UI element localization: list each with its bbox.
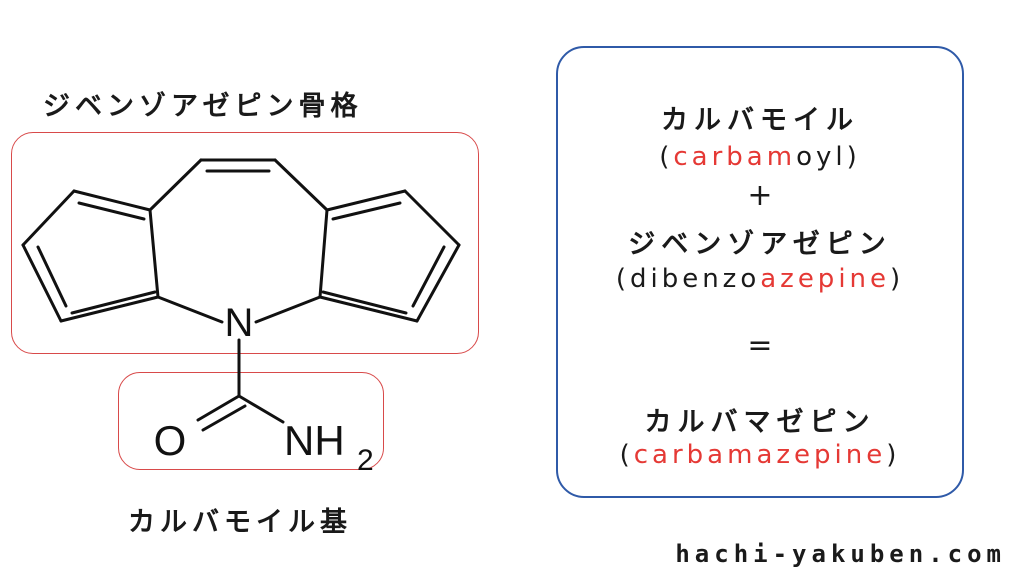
bond (156, 295, 224, 324)
carbamazepine-katakana: カルバマゼピン (644, 407, 876, 438)
dibenzoazepine-katakana: ジベンゾアゼピン (628, 229, 892, 260)
bond (59, 295, 160, 323)
atom-sub2: 2 (357, 444, 374, 477)
bond (237, 394, 285, 424)
bond-inner (36, 245, 68, 308)
bond (196, 394, 241, 422)
name-origin-panel: カルバモイル (carbamoyl) + ジベンゾアゼピン (dibenzoaz… (556, 46, 964, 498)
carbamoyl-label: カルバモイル基 (128, 507, 352, 538)
equals-sign: = (747, 328, 773, 363)
bond (21, 243, 63, 323)
bond (148, 158, 203, 212)
atom-nh: NH (284, 417, 345, 464)
bond-inner (331, 201, 402, 221)
bond (403, 189, 461, 247)
carbam-highlight: carbam (673, 142, 797, 172)
bond (325, 189, 407, 212)
atom-o: O (154, 417, 187, 464)
carbamoyl-katakana: カルバモイル (661, 105, 859, 136)
bond (415, 243, 461, 323)
bond-inner (70, 290, 157, 315)
carbamazepine-highlight: carbamazepine (633, 440, 887, 470)
bond (318, 208, 329, 299)
bond-inner (321, 290, 408, 315)
bond (148, 208, 160, 299)
bond (273, 158, 329, 212)
carbamazepine-roman: (carbamazepine) (619, 440, 901, 470)
carbamoyl-roman: (carbamoyl) (659, 142, 861, 172)
atom-n: N (225, 301, 254, 345)
skeleton-label: ジベンゾアゼピン骨格 (43, 91, 363, 122)
dibenzoazepine-roman: (dibenzoazepine) (615, 264, 905, 294)
bond-inner (411, 245, 446, 308)
bond-inner (77, 201, 146, 221)
plus-sign: + (747, 178, 773, 213)
carbamoyl-frame (118, 372, 384, 470)
bond (318, 295, 419, 323)
bond (201, 404, 247, 432)
azepine-highlight: azepine (760, 264, 891, 294)
site-url: hachi-yakuben.com (675, 540, 1006, 568)
bond (254, 295, 322, 324)
skeleton-frame (11, 132, 479, 354)
bond (21, 189, 76, 247)
bond (72, 189, 152, 212)
